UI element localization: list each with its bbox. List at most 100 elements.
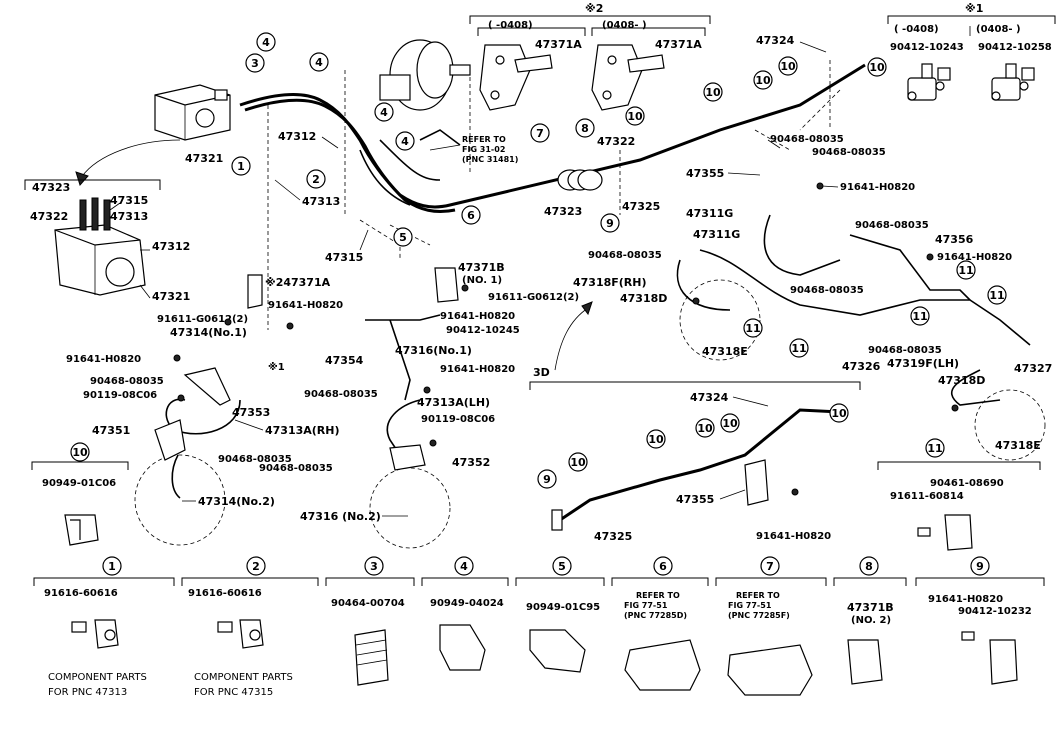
svg-text:4: 4 bbox=[315, 56, 323, 69]
part-91611-60814: 91611-60814 bbox=[890, 491, 964, 502]
part-47311G-b: 47311G bbox=[693, 228, 740, 241]
svg-text:10: 10 bbox=[869, 61, 885, 74]
part-91641-H0820-c: 91641-H0820 bbox=[440, 311, 515, 322]
refer-77-51-b-3: (PNC 77285F) bbox=[728, 611, 790, 620]
callout-10-left: 10 bbox=[70, 442, 90, 462]
svg-text:11: 11 bbox=[912, 310, 927, 323]
part-90412-10245: 90412-10245 bbox=[446, 325, 520, 336]
part-91641-H0820-a: 91641-H0820 bbox=[268, 300, 343, 311]
detail-10: 90949-01C06 bbox=[31, 461, 129, 546]
brake-booster-icon bbox=[379, 39, 471, 111]
svg-text:5: 5 bbox=[558, 560, 566, 573]
callout-4d: 4 bbox=[395, 131, 415, 151]
bottom-section-9: 9 91641-H0820 90412-10232 bbox=[915, 556, 1045, 685]
part-90461-08690: 90461-08690 bbox=[930, 478, 1004, 489]
callout-10a: 10 bbox=[625, 106, 645, 126]
header-ref1: ※1 ( -0408) (0408- ) 90412-10243 90412-1… bbox=[887, 2, 1056, 53]
svg-text:9: 9 bbox=[606, 217, 614, 230]
detail-box: 47323 47315 47322 47313 47312 47321 bbox=[24, 179, 190, 303]
part-91611-G0612-b: 91611-G0612(2) bbox=[488, 292, 579, 303]
part-90468-08035-b: 90468-08035 bbox=[218, 454, 292, 465]
part-47313A-RH: 47313A(RH) bbox=[265, 424, 340, 437]
part-47353: 47353 bbox=[232, 406, 270, 419]
refer-fig31-3: (PNC 31481) bbox=[462, 155, 518, 164]
fasteners bbox=[173, 182, 959, 496]
abs-actuator-icon bbox=[154, 84, 231, 141]
to-0408-label: ( -0408) bbox=[488, 20, 533, 31]
callout-9a: 9 bbox=[600, 213, 620, 233]
arrow-to-detail bbox=[79, 139, 181, 181]
callout-2a: 2 bbox=[306, 169, 326, 189]
refer-77-51-a-1: REFER TO bbox=[636, 591, 680, 600]
ref2-label: ※2 bbox=[585, 2, 603, 15]
bottom-section-8: 8 47371B (NO. 2) bbox=[833, 556, 907, 685]
svg-text:8: 8 bbox=[865, 560, 873, 573]
svg-text:7: 7 bbox=[766, 560, 774, 573]
svg-text:10: 10 bbox=[697, 422, 713, 435]
svg-text:4: 4 bbox=[401, 135, 409, 148]
part-47371B-no1: 47371B bbox=[458, 261, 505, 274]
bracket-247371A-icon bbox=[247, 274, 263, 309]
bottom-section-5: 5 90949-01C95 bbox=[515, 556, 605, 673]
svg-text:10: 10 bbox=[705, 86, 721, 99]
from-0408-r-label: (0408- ) bbox=[976, 24, 1021, 35]
svg-text:6: 6 bbox=[659, 560, 667, 573]
svg-text:10: 10 bbox=[755, 74, 771, 87]
svg-text:4: 4 bbox=[262, 36, 270, 49]
part-47322-top: 47322 bbox=[597, 135, 635, 148]
svg-text:11: 11 bbox=[745, 322, 760, 335]
valve-90412-10258-icon bbox=[991, 63, 1035, 101]
rear-disc-right bbox=[974, 389, 1046, 461]
coil-icon bbox=[557, 169, 603, 191]
header-ref2: ※2 ( -0408) (0408- ) 47371A 47371A bbox=[469, 2, 711, 51]
part-91641-H0820-b9: 91641-H0820 bbox=[928, 594, 1003, 605]
svg-text:2: 2 bbox=[252, 560, 260, 573]
svg-text:3: 3 bbox=[251, 57, 259, 70]
callout-1a: 1 bbox=[231, 156, 251, 176]
svg-text:1: 1 bbox=[237, 160, 245, 173]
svg-text:11: 11 bbox=[958, 264, 973, 277]
for-pnc-47313: FOR PNC 47313 bbox=[48, 687, 127, 698]
part-90412-10243: 90412-10243 bbox=[890, 42, 964, 53]
part-47354: 47354 bbox=[325, 354, 364, 367]
callout-b7: 7 bbox=[760, 556, 780, 576]
part-47318E-a: 47318E bbox=[702, 345, 748, 358]
part-47325-top: 47325 bbox=[622, 200, 660, 213]
svg-text:10: 10 bbox=[722, 417, 738, 430]
part-47322-box: 47322 bbox=[30, 210, 68, 223]
part-91611-G0612-a: 91611-G0612(2) bbox=[157, 314, 248, 325]
part-90949-01C95: 90949-01C95 bbox=[526, 602, 600, 613]
part-90468-08035-i: 90468-08035 bbox=[790, 285, 864, 296]
part-47312-top: 47312 bbox=[278, 130, 316, 143]
callout-b8: 8 bbox=[859, 556, 879, 576]
callout-10b: 10 bbox=[703, 82, 723, 102]
refer-77-51-a-3: (PNC 77285D) bbox=[624, 611, 687, 620]
callout-4c: 4 bbox=[374, 102, 394, 122]
part-90468-08035-g: 90468-08035 bbox=[855, 220, 929, 231]
refer-77-51-a-2: FIG 77-51 bbox=[624, 601, 668, 610]
refer-fig31-1: REFER TO bbox=[462, 135, 506, 144]
callout-b9: 9 bbox=[970, 556, 990, 576]
no1-label: (NO. 1) bbox=[462, 275, 502, 286]
part-90119-08C06-b: 90119-08C06 bbox=[421, 414, 495, 425]
part-47351: 47351 bbox=[92, 424, 130, 437]
callout-11b: 11 bbox=[987, 285, 1007, 305]
part-47319F-LH: 47319F(LH) bbox=[887, 357, 959, 370]
svg-text:7: 7 bbox=[536, 127, 544, 140]
svg-text:4: 4 bbox=[380, 106, 388, 119]
refer-fig31-2: FIG 31-02 bbox=[462, 145, 505, 154]
part-91616-60616-b: 91616-60616 bbox=[188, 588, 262, 599]
part-47352: 47352 bbox=[452, 456, 490, 469]
callout-4b: 4 bbox=[309, 52, 329, 72]
part-90464-00704: 90464-00704 bbox=[331, 598, 405, 609]
svg-text:5: 5 bbox=[399, 231, 407, 244]
no2-label: (NO. 2) bbox=[851, 615, 891, 626]
svg-text:2: 2 bbox=[312, 173, 320, 186]
part-47321-top: 47321 bbox=[185, 152, 223, 165]
svg-text:10: 10 bbox=[570, 456, 586, 469]
part-47327: 47327 bbox=[1014, 362, 1052, 375]
refer-77-51-b-2: FIG 77-51 bbox=[728, 601, 772, 610]
part-47314-no1: 47314(No.1) bbox=[170, 326, 247, 339]
callout-10-3d-d: 10 bbox=[720, 413, 740, 433]
callout-11d: 11 bbox=[743, 318, 763, 338]
